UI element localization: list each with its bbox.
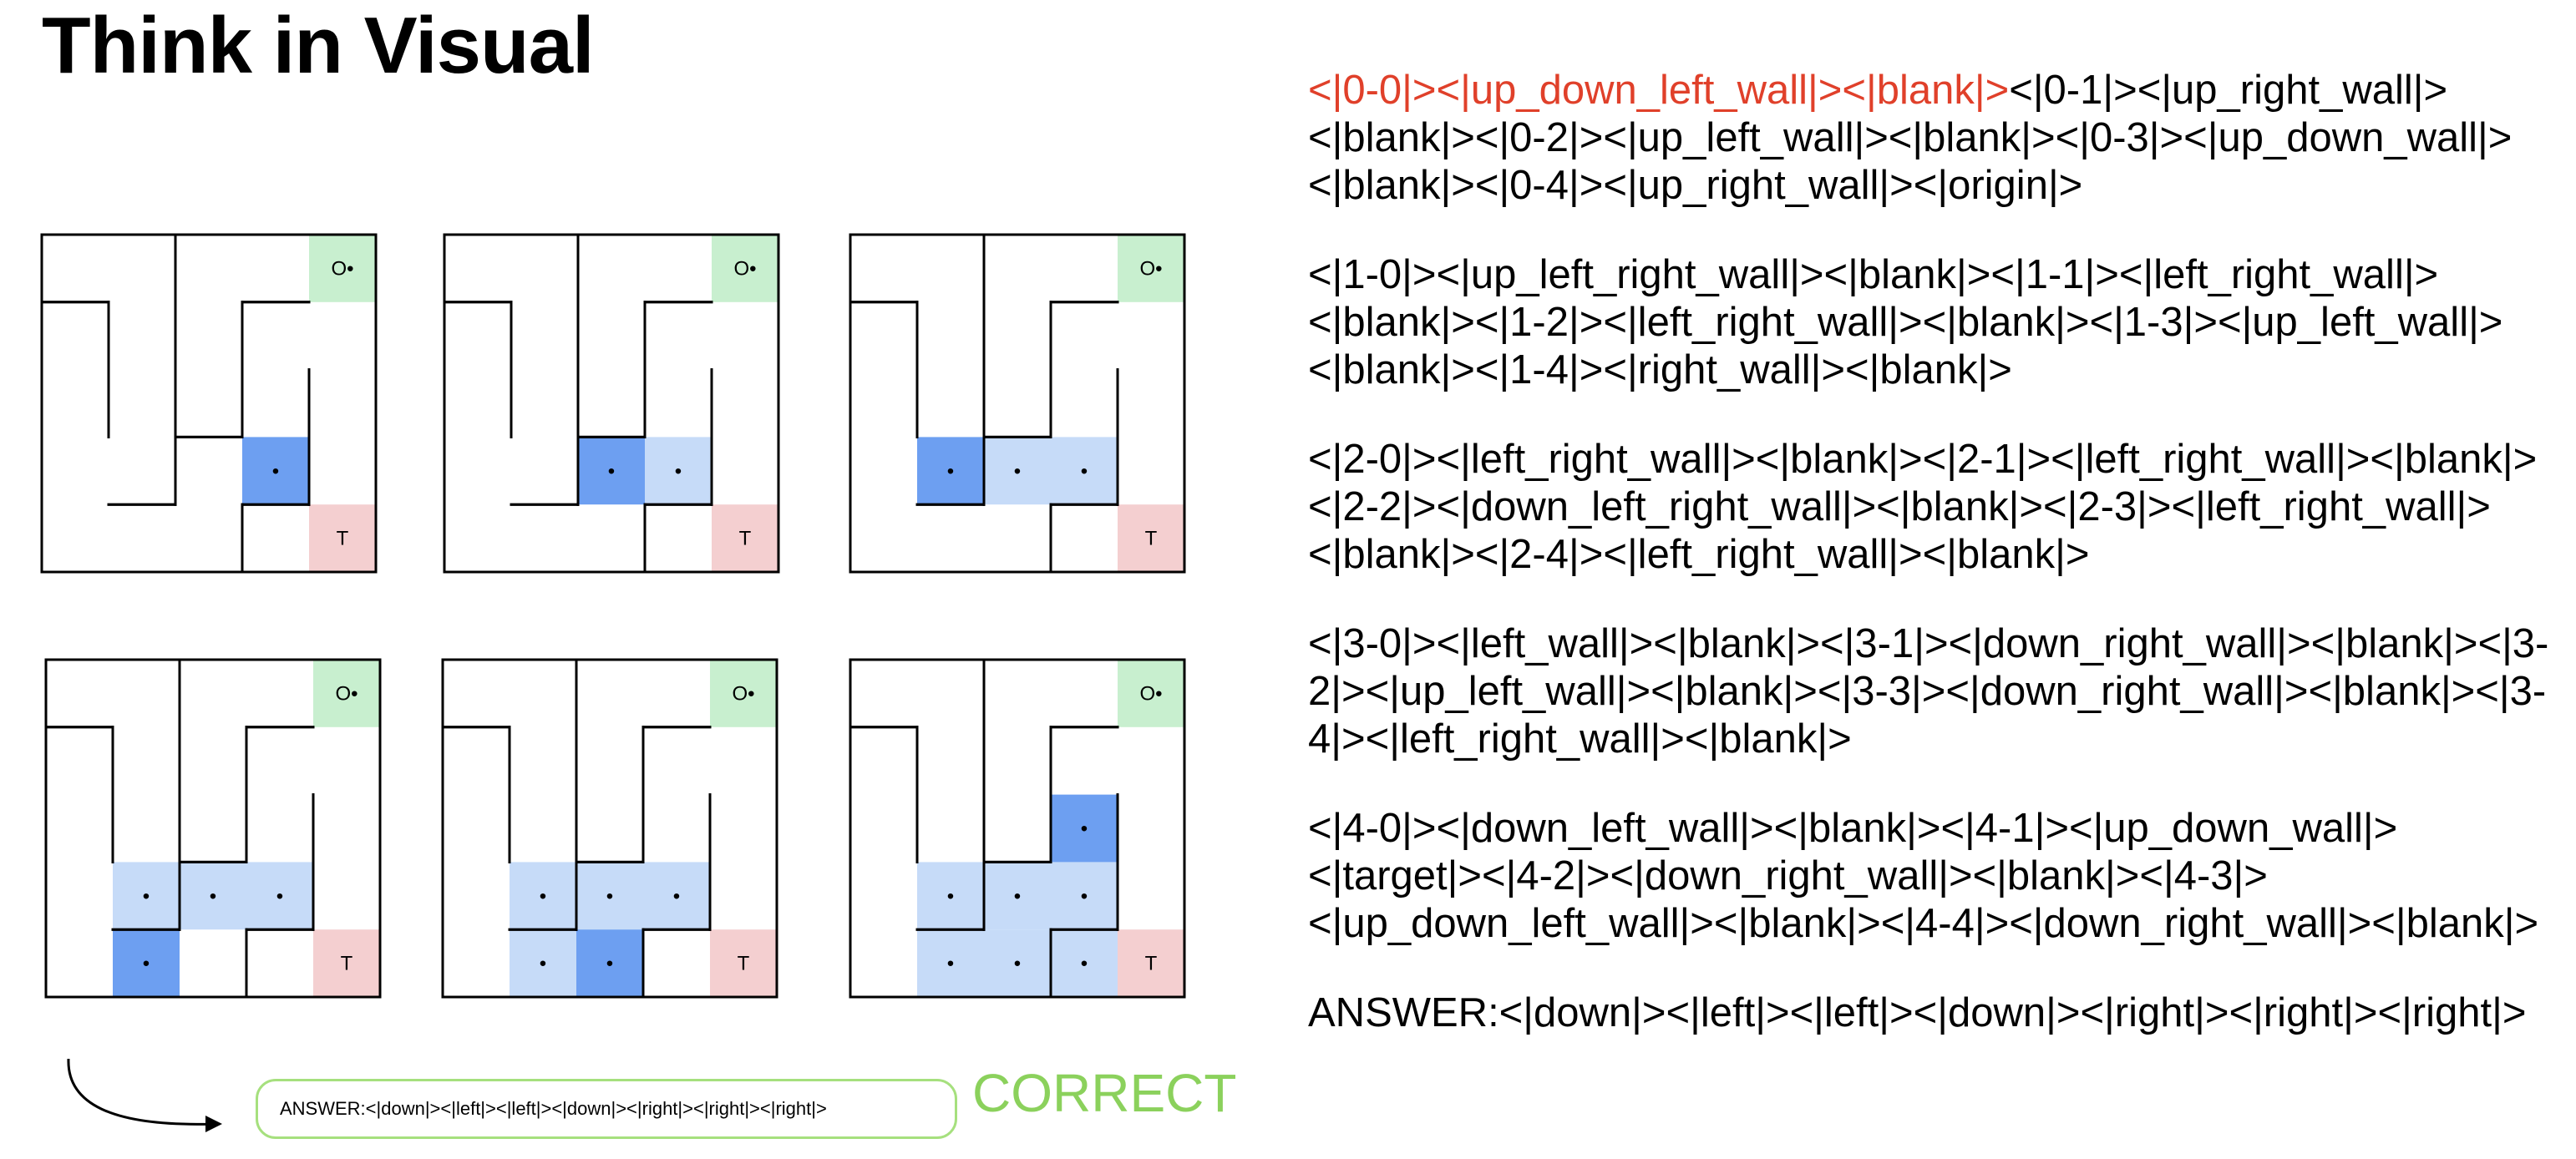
target-cell — [309, 504, 376, 572]
visited-cell — [510, 862, 576, 930]
current-cell — [576, 929, 643, 997]
description-answer: ANSWER:<|down|><|left|><|left|><|down|><… — [1308, 990, 2527, 1035]
origin-label: O• — [1139, 257, 1162, 280]
visited-cell — [180, 862, 246, 930]
target-label: T — [341, 953, 353, 975]
visited-cell — [984, 437, 1051, 505]
visited-cell — [984, 862, 1051, 930]
target-cell — [313, 929, 380, 997]
step-marker: • — [143, 885, 150, 908]
maze-panel-3: O• T • • • — [849, 233, 1186, 574]
step-marker: • — [1081, 953, 1088, 975]
target-cell — [712, 504, 778, 572]
page-title: Think in Visual — [42, 1, 595, 90]
current-cell — [1051, 794, 1118, 863]
visited-cell — [576, 862, 643, 930]
visited-cell — [643, 862, 710, 930]
maze-grid: O• T • • • — [849, 233, 1186, 574]
highlighted-cell: <|0-0|><|up_down_left_wall|><|blank|> — [1308, 68, 2010, 113]
origin-cell — [313, 660, 380, 727]
step-marker: • — [673, 885, 680, 908]
description-row-3: <|3-0|><|left_wall|><|blank|><|3-1|><|do… — [1308, 621, 2549, 762]
target-label: T — [337, 528, 349, 550]
maze-grid: O• T • • — [443, 233, 780, 574]
step-marker: • — [1081, 817, 1088, 840]
maze-grid: O• T • — [40, 233, 378, 574]
visited-cell — [645, 437, 712, 505]
visited-cell — [246, 862, 313, 930]
maze-panel-6: O• T • • • • • • • — [849, 658, 1186, 999]
maze-grid: O• T • • • • — [44, 658, 382, 999]
current-cell — [578, 437, 645, 505]
target-cell — [1118, 929, 1184, 997]
origin-cell — [309, 235, 376, 302]
target-label: T — [739, 528, 752, 550]
description-row-2: <|2-0|><|left_right_wall|><|blank|><|2-1… — [1308, 437, 2538, 577]
origin-label: O• — [1139, 682, 1162, 705]
origin-cell — [710, 660, 777, 727]
maze-panel-1: O• T • — [40, 233, 378, 574]
origin-label: O• — [331, 257, 353, 280]
current-cell — [917, 437, 984, 505]
visited-cell — [917, 929, 984, 997]
step-marker: • — [947, 953, 954, 975]
maze-description: <|0-0|><|up_down_left_wall|><|blank|><|0… — [1308, 67, 2553, 1079]
description-row-4: <|4-0|><|down_left_wall|><|blank|><|4-1|… — [1308, 806, 2539, 946]
maze-grid: O• T • • • • • • • — [849, 658, 1186, 999]
target-label: T — [1145, 953, 1158, 975]
step-marker: • — [606, 885, 613, 908]
origin-cell — [1118, 235, 1184, 302]
target-cell — [710, 929, 777, 997]
step-marker: • — [1014, 953, 1021, 975]
step-marker: • — [540, 953, 546, 975]
verdict-label: CORRECT — [972, 1063, 1237, 1123]
origin-label: O• — [733, 257, 756, 280]
visited-cell — [113, 862, 180, 930]
current-cell — [242, 437, 309, 505]
current-cell — [113, 929, 180, 997]
visited-cell — [917, 862, 984, 930]
step-marker: • — [272, 460, 279, 483]
step-marker: • — [1014, 885, 1021, 908]
step-marker: • — [276, 885, 283, 908]
curved-arrow-icon — [67, 1058, 222, 1132]
description-row-1: <|1-0|><|up_left_right_wall|><|blank|><|… — [1308, 252, 2503, 392]
maze-panel-2: O• T • • — [443, 233, 780, 574]
step-marker: • — [608, 460, 615, 483]
description-row-0: <|0-0|><|up_down_left_wall|><|blank|><|0… — [1308, 67, 2553, 210]
step-marker: • — [947, 885, 954, 908]
step-marker: • — [947, 460, 954, 483]
visited-cell — [510, 929, 576, 997]
step-marker: • — [606, 953, 613, 975]
target-label: T — [738, 953, 750, 975]
origin-label: O• — [335, 682, 357, 705]
visited-cell — [1051, 437, 1118, 505]
step-marker: • — [143, 953, 150, 975]
target-cell — [1118, 504, 1184, 572]
origin-cell — [712, 235, 778, 302]
visited-cell — [1051, 929, 1118, 997]
visited-cell — [1051, 862, 1118, 930]
maze-panel-4: O• T • • • • — [44, 658, 382, 999]
answer-box: ANSWER:<|down|><|left|><|left|><|down|><… — [256, 1079, 957, 1139]
origin-label: O• — [732, 682, 754, 705]
description-row-0-rest: <|0-1|><|up_right_wall|><|blank|><|0-2|>… — [1308, 68, 2513, 208]
step-marker: • — [1081, 885, 1088, 908]
step-marker: • — [1014, 460, 1021, 483]
step-marker: • — [1081, 460, 1088, 483]
step-marker: • — [210, 885, 216, 908]
maze-panel-5: O• T • • • • • — [441, 658, 778, 999]
step-marker: • — [675, 460, 682, 483]
step-marker: • — [540, 885, 546, 908]
maze-grid: O• T • • • • • — [441, 658, 778, 999]
target-label: T — [1145, 528, 1158, 550]
origin-cell — [1118, 660, 1184, 727]
visited-cell — [984, 929, 1051, 997]
